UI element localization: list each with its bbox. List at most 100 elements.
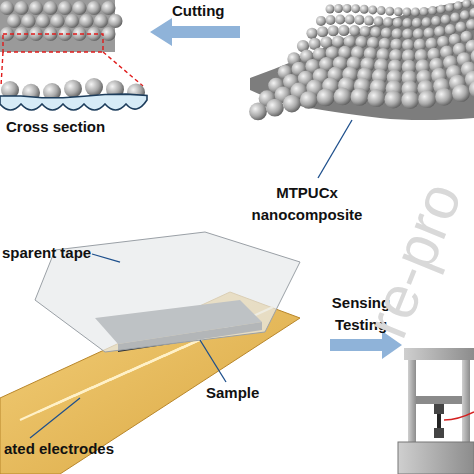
sphere bbox=[420, 7, 429, 16]
sphere bbox=[418, 90, 436, 108]
sphere bbox=[64, 80, 82, 98]
sphere bbox=[374, 16, 384, 26]
sphere bbox=[22, 14, 36, 28]
sphere bbox=[445, 3, 454, 12]
crosshead bbox=[416, 396, 462, 404]
zoom-line bbox=[103, 52, 143, 86]
sphere bbox=[402, 28, 413, 39]
sphere bbox=[421, 17, 431, 27]
clamp bbox=[434, 404, 444, 414]
sphere bbox=[441, 14, 451, 24]
part-label: Sample bbox=[206, 382, 259, 404]
sphere bbox=[454, 1, 463, 10]
sphere bbox=[377, 6, 386, 15]
sphere bbox=[401, 91, 419, 109]
sphere bbox=[384, 91, 402, 109]
sphere bbox=[412, 18, 422, 28]
sphere bbox=[364, 16, 374, 26]
sphere bbox=[462, 0, 471, 8]
sphere bbox=[435, 88, 453, 106]
sphere bbox=[370, 27, 381, 38]
sphere bbox=[414, 39, 426, 51]
machine-base bbox=[398, 442, 474, 474]
sphere bbox=[65, 14, 79, 28]
sphere bbox=[300, 91, 318, 109]
pillar bbox=[408, 360, 416, 442]
sphere bbox=[87, 1, 101, 15]
sphere bbox=[44, 1, 58, 15]
sphere bbox=[381, 27, 392, 38]
sphere bbox=[469, 8, 474, 18]
sphere bbox=[383, 17, 393, 27]
sphere bbox=[367, 89, 385, 107]
sphere bbox=[15, 1, 29, 15]
part-label: MTPUCx nanocomposite bbox=[232, 182, 382, 226]
sphere bbox=[360, 26, 371, 37]
sphere bbox=[73, 1, 87, 15]
tensile-tester bbox=[398, 348, 474, 474]
sphere bbox=[7, 14, 21, 28]
sphere bbox=[249, 103, 267, 121]
sphere bbox=[402, 8, 411, 17]
leader-line bbox=[200, 340, 226, 382]
sphere bbox=[338, 25, 349, 36]
sphere bbox=[428, 6, 437, 15]
process-label: Cutting bbox=[172, 0, 224, 22]
sphere bbox=[332, 35, 344, 47]
sphere bbox=[317, 26, 328, 37]
sphere bbox=[394, 7, 403, 16]
sphere bbox=[85, 78, 103, 96]
sphere bbox=[392, 28, 403, 39]
sphere bbox=[437, 5, 446, 14]
sphere bbox=[328, 25, 339, 36]
part-label: ated electrodes bbox=[4, 438, 114, 460]
sphere bbox=[351, 88, 369, 106]
sphere bbox=[452, 84, 470, 102]
sphere bbox=[283, 95, 301, 113]
block-body bbox=[0, 0, 115, 52]
sphere bbox=[36, 14, 50, 28]
sphere bbox=[316, 16, 326, 26]
sphere bbox=[94, 14, 108, 28]
sphere bbox=[335, 14, 345, 24]
wire bbox=[444, 412, 474, 420]
clamp bbox=[434, 428, 444, 438]
sphere bbox=[368, 5, 377, 14]
sphere bbox=[326, 15, 336, 25]
sphere bbox=[450, 12, 460, 22]
sphere bbox=[469, 80, 474, 98]
sphere bbox=[460, 10, 470, 20]
pillar bbox=[462, 360, 470, 442]
sphere bbox=[0, 1, 14, 15]
crossbar bbox=[404, 348, 474, 360]
zoom-box bbox=[3, 34, 103, 52]
leader-line bbox=[92, 254, 120, 262]
sphere bbox=[266, 99, 284, 117]
sphere bbox=[349, 25, 360, 36]
sphere bbox=[334, 88, 352, 106]
sphere bbox=[102, 1, 116, 15]
sphere-array bbox=[0, 1, 123, 41]
sphere bbox=[402, 39, 414, 51]
sphere-array bbox=[249, 0, 474, 120]
sphere bbox=[29, 1, 43, 15]
sphere bbox=[413, 28, 424, 39]
sphere bbox=[351, 4, 360, 13]
sphere bbox=[411, 7, 420, 16]
cutting-arrow bbox=[150, 18, 240, 46]
specimen bbox=[437, 414, 441, 428]
sphere bbox=[434, 26, 445, 37]
part-label: Cross section bbox=[6, 116, 105, 138]
sphere bbox=[354, 15, 364, 25]
sphere bbox=[51, 14, 65, 28]
sphere bbox=[379, 38, 391, 50]
sphere bbox=[326, 5, 335, 14]
sphere bbox=[402, 18, 412, 28]
sphere bbox=[58, 1, 72, 15]
watermark: re-pro bbox=[356, 175, 472, 346]
sphere bbox=[471, 49, 474, 64]
nanocomposite-sheet bbox=[249, 0, 474, 178]
sphere bbox=[471, 0, 474, 6]
zoom-line bbox=[1, 52, 3, 86]
